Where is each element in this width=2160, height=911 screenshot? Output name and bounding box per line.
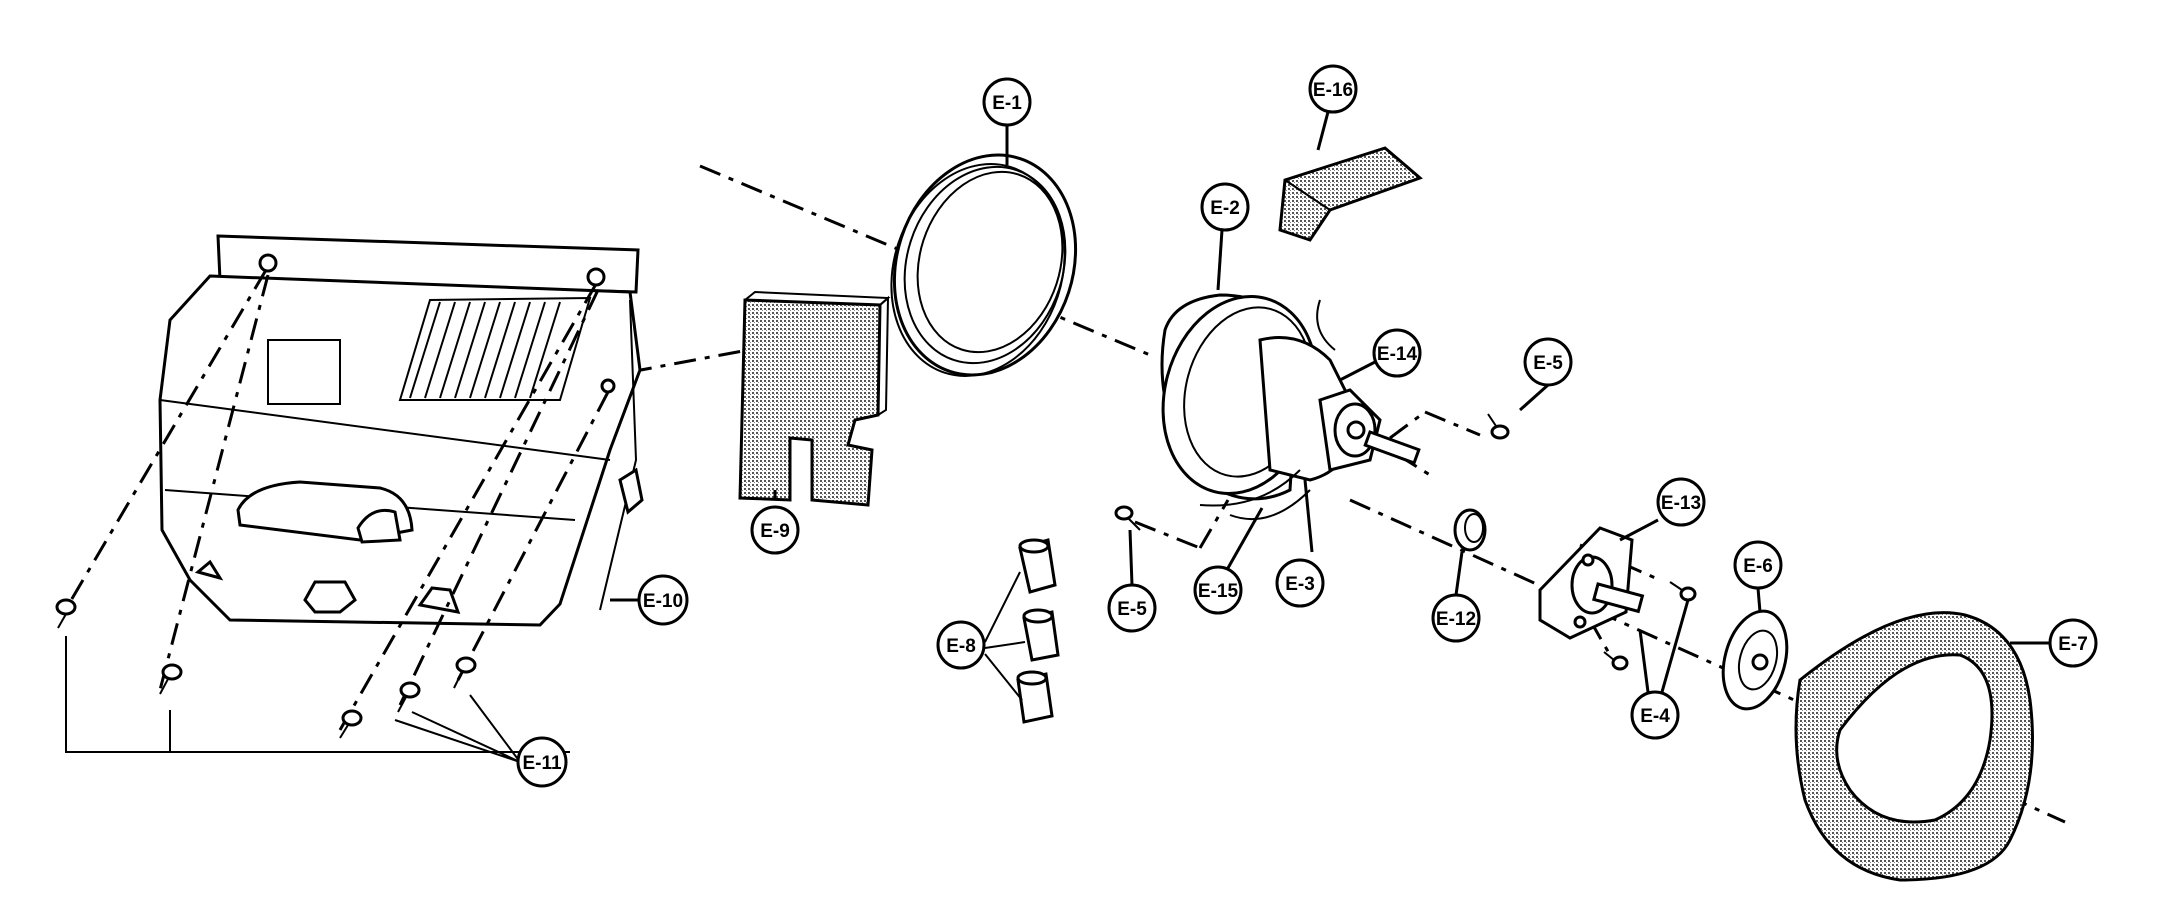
fan-part	[1721, 609, 1789, 711]
svg-text:E-12: E-12	[1436, 609, 1476, 630]
housing-vents	[267, 296, 592, 405]
wire-nut-icon	[1018, 538, 1057, 594]
screw-icon	[339, 709, 363, 739]
svg-text:E-2: E-2	[1210, 198, 1240, 219]
filter-bag-part	[1794, 611, 2034, 882]
svg-text:E-15: E-15	[1198, 581, 1239, 602]
motor-assembly-part	[1160, 293, 1421, 521]
callout-e10: E-10	[637, 574, 689, 626]
callout-e5-right: E-5	[1523, 337, 1573, 387]
svg-text:E-7: E-7	[2058, 634, 2088, 655]
screws-e11	[55, 269, 610, 763]
callout-e9: E-9	[750, 505, 800, 555]
svg-text:E-8: E-8	[946, 636, 976, 657]
svg-text:E-13: E-13	[1661, 493, 1701, 514]
leader-lines	[610, 111, 2050, 693]
screw-icon	[1669, 581, 1697, 602]
callout-e13: E-13	[1656, 477, 1706, 527]
callout-e6: E-6	[1733, 540, 1783, 590]
svg-text:E-5: E-5	[1117, 599, 1147, 620]
svg-text:E-9: E-9	[760, 521, 790, 542]
screw-icon	[1487, 413, 1510, 440]
callout-e16: E-16	[1308, 64, 1358, 114]
callout-e12: E-12	[1431, 593, 1481, 643]
svg-text:E-4: E-4	[1640, 706, 1670, 727]
callout-e5-left: E-5	[1107, 583, 1157, 633]
screw-icon	[397, 681, 421, 713]
wire-nut-icon	[1022, 608, 1060, 662]
housing-part	[158, 234, 644, 627]
screw-icon	[1114, 505, 1141, 531]
callout-e7: E-7	[2048, 618, 2098, 668]
bracket-part	[1538, 526, 1645, 640]
screw-icon	[453, 656, 477, 689]
wire-nuts-part	[984, 538, 1060, 724]
screw-icon	[159, 663, 183, 695]
callout-e3: E-3	[1275, 558, 1325, 608]
svg-text:E-14: E-14	[1377, 344, 1418, 365]
ring-part	[890, 153, 1078, 377]
callout-e8: E-8	[936, 620, 986, 670]
wire-nut-icon	[1016, 670, 1054, 724]
callout-e14: E-14	[1372, 328, 1422, 378]
foam-block-part	[1278, 146, 1423, 242]
callout-e1: E-1	[982, 77, 1032, 127]
svg-text:E-1: E-1	[992, 93, 1022, 114]
callout-e11: E-11	[516, 736, 568, 788]
screw-icon	[1603, 651, 1629, 671]
svg-text:E-6: E-6	[1743, 556, 1773, 577]
callout-labels: E-1 E-2 E-3 E-4 E-5 E-5 E-6 E-7 E-8 E-9 …	[516, 64, 2098, 788]
svg-text:E-5: E-5	[1533, 353, 1563, 374]
screw-icon	[55, 598, 77, 629]
svg-text:E-10: E-10	[643, 591, 683, 612]
callout-e4: E-4	[1630, 690, 1680, 740]
callout-e2: E-2	[1200, 182, 1250, 232]
svg-text:E-11: E-11	[522, 753, 562, 774]
svg-text:E-3: E-3	[1285, 574, 1315, 595]
bushing-part	[1453, 508, 1487, 552]
callout-e15: E-15	[1193, 565, 1243, 615]
svg-text:E-16: E-16	[1313, 80, 1353, 101]
filter-pad-part	[738, 290, 891, 507]
